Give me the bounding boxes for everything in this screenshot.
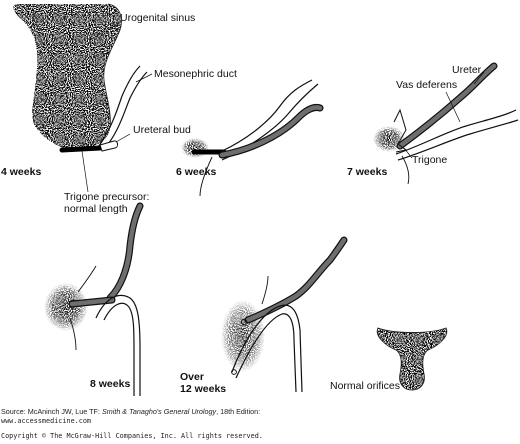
leader-urogenital-sinus (89, 23, 119, 41)
source-citation: Source: McAninch JW, Lue TF: Smith & Tan… (1, 407, 261, 417)
source-book-title: Smith & Tanagho's General Urology (101, 407, 217, 416)
stage-8-weeks-drawing (44, 202, 144, 396)
leader-trigone-precursor (81, 150, 89, 193)
stage-label-6-weeks: 6 weeks (176, 166, 217, 178)
vas-deferens-8w (95, 294, 141, 396)
label-trigone-precursor: Trigone precursor: normal length (64, 191, 149, 215)
label-ureter: Ureter (452, 64, 482, 76)
ureter-12w (244, 236, 348, 324)
normal-orifices-shape (377, 328, 447, 390)
leader-trigone (403, 147, 413, 159)
stage-label-4-weeks: 4 weeks (1, 166, 42, 178)
label-normal-orifices: Normal orifices (330, 380, 401, 392)
stage-label-over: Over (180, 371, 204, 383)
urogenital-sinus-outline (103, 3, 122, 129)
leader-ureter (473, 71, 485, 85)
ureter-6w (218, 104, 324, 159)
source-url: www.accessmedicine.com (1, 417, 92, 425)
leader-ureteral-bud (115, 133, 131, 143)
label-trigone: Trigone (412, 154, 448, 166)
label-trigone-precursor-line1: Trigone precursor: (64, 191, 150, 203)
mesonephric-duct (97, 65, 141, 148)
leader-vas-deferens (445, 91, 461, 123)
leader-mesonephric-duct (135, 73, 153, 83)
label-vas-deferens: Vas deferens (396, 79, 458, 91)
source-suffix: , 18th Edition: (216, 407, 261, 416)
vas-deferens-7w (395, 109, 517, 155)
stage-label-over-12-weeks: Over 12 weeks (180, 371, 226, 395)
label-urogenital-sinus: Urogenital sinus (120, 12, 196, 24)
stage-label-12-weeks: 12 weeks (180, 383, 227, 395)
label-mesonephric-duct: Mesonephric duct (154, 68, 237, 80)
label-ureteral-bud: Ureteral bud (133, 124, 191, 136)
source-prefix: Source: McAninch JW, Lue TF: (1, 407, 102, 416)
mesonephric-duct-wall (103, 71, 148, 150)
label-trigone-precursor-line2: normal length (64, 203, 128, 215)
stage-label-7-weeks: 7 weeks (347, 166, 388, 178)
stage-6-weeks-drawing (181, 79, 324, 197)
stage-12-weeks-drawing (221, 236, 348, 393)
ureteral-bud (99, 140, 118, 152)
trigone-precursor-4w (59, 145, 103, 153)
copyright-notice: Copyright © The McGraw-Hill Companies, I… (1, 432, 263, 440)
stage-4-weeks-drawing (13, 3, 153, 193)
stage-label-8-weeks: 8 weeks (90, 378, 131, 390)
vas-deferens-12w (231, 304, 303, 393)
stage-7-weeks-drawing (373, 62, 519, 185)
urogenital-sinus-shape (13, 4, 122, 150)
